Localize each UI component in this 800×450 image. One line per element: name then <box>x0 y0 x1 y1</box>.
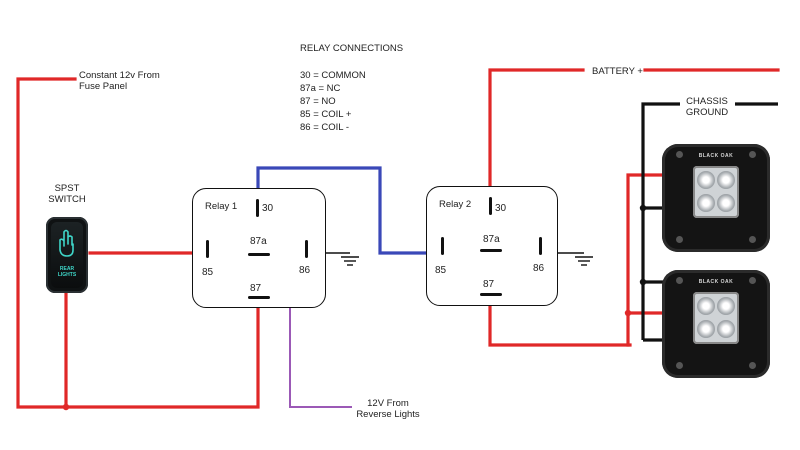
led-icon <box>717 297 735 315</box>
junction-dot <box>639 278 647 286</box>
legend-no: 87 = NO <box>300 96 336 107</box>
screw <box>749 236 756 243</box>
reverse-lights-label: 12V From Reverse Lights <box>356 398 420 420</box>
switch-text: REAR LIGHTS <box>57 266 77 278</box>
relay-2-title: Relay 2 <box>439 199 472 210</box>
junction-dots <box>62 204 647 411</box>
ground-bus <box>641 102 680 340</box>
screw <box>676 362 683 369</box>
screw <box>749 151 756 158</box>
relay-1-label-87: 87 <box>250 283 262 294</box>
led-icon <box>697 320 715 338</box>
ground-symbol-relay2 <box>575 256 593 266</box>
screw <box>749 277 756 284</box>
relay-1-pin-87a <box>248 253 270 256</box>
switch-hand-icon <box>59 229 74 257</box>
relay-2-label-30: 30 <box>495 203 507 214</box>
constant-12v-wire <box>16 77 260 409</box>
relay-2-label-87a: 87a <box>483 234 500 245</box>
ground-wires <box>308 102 778 342</box>
battery-to-relay2-30 <box>488 68 585 190</box>
relay-2-pin-87a <box>480 249 502 252</box>
led-icon <box>697 297 715 315</box>
screw <box>676 236 683 243</box>
led-icon <box>717 320 735 338</box>
relay-1-label-85: 85 <box>202 267 214 278</box>
ground-symbol-relay1 <box>341 256 359 266</box>
relay-1-label-86: 86 <box>299 265 311 276</box>
legend-common: 30 = COMMON <box>300 70 366 81</box>
relay-connections-title: RELAY CONNECTIONS <box>300 43 404 54</box>
relay-2-pin-30 <box>489 197 492 215</box>
switch-face: REAR LIGHTS <box>51 222 83 288</box>
light-lens <box>693 166 739 218</box>
led-icon <box>717 194 735 212</box>
legend-nc: 87a = NC <box>300 83 341 94</box>
junction-dot <box>62 403 70 411</box>
relay2-87-to-lights <box>488 303 632 347</box>
constant-12v-label: Constant 12v From Fuse Panel <box>79 70 160 92</box>
legend-coil-plus: 85 = COIL + <box>300 109 352 120</box>
battery-label: BATTERY + <box>592 66 643 77</box>
led-icon <box>697 171 715 189</box>
light-brand: BLACK OAK <box>698 153 734 159</box>
light-feed-upper <box>626 173 666 347</box>
junction-dot <box>639 204 647 212</box>
spst-switch-label: SPST SWITCH <box>48 183 86 205</box>
led-pod-light-2: BLACK OAK <box>662 270 770 378</box>
led-icon <box>697 194 715 212</box>
relay-1-pin-87 <box>248 296 270 299</box>
relay-2-pin-85 <box>441 237 444 255</box>
legend-coil-minus: 86 = COIL - <box>300 122 350 133</box>
relay-2-pin-87 <box>480 293 502 296</box>
relay-1-pin-86 <box>305 240 308 258</box>
relay-2-label-87: 87 <box>483 279 495 290</box>
relay-2-label-85: 85 <box>435 265 447 276</box>
light-brand: BLACK OAK <box>698 279 734 285</box>
relay1-30-to-relay2-85-wire <box>256 166 434 255</box>
screw <box>676 277 683 284</box>
light-lens <box>693 292 739 344</box>
relay-2-pin-86 <box>539 237 542 255</box>
screw <box>749 362 756 369</box>
relay-1-pin-85 <box>206 240 209 258</box>
relay-1-label-30: 30 <box>262 203 274 214</box>
relay-1-title: Relay 1 <box>205 201 238 212</box>
relay-1-label-87a: 87a <box>250 236 267 247</box>
relay-1: Relay 1 30 87a 85 86 87 <box>192 188 326 308</box>
rocker-switch: REAR LIGHTS <box>46 217 88 293</box>
led-pod-light-1: BLACK OAK <box>662 144 770 252</box>
junction-dot <box>624 309 632 317</box>
relay-1-pin-30 <box>256 199 259 217</box>
led-icon <box>717 171 735 189</box>
relay-2: Relay 2 30 87a 85 86 87 <box>426 186 558 306</box>
chassis-ground-label: CHASSIS GROUND <box>685 96 729 118</box>
power-wires <box>16 68 780 409</box>
screw <box>676 151 683 158</box>
relay-2-label-86: 86 <box>533 263 545 274</box>
